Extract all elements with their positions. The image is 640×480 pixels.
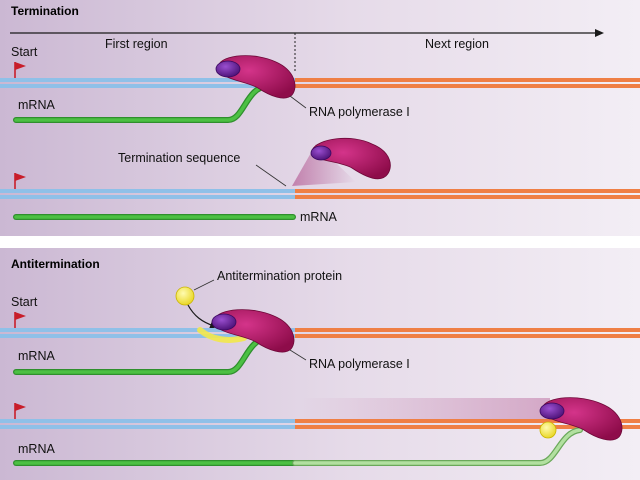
termination-panel: Termination First region Next region Sta…: [0, 0, 640, 236]
start-flag-icon: [14, 173, 26, 191]
dna-strand: [0, 189, 640, 199]
rna-polymerase-icon: [539, 397, 623, 441]
start-flag-icon: [14, 62, 26, 80]
panel-title: Termination: [11, 4, 79, 18]
leader-line: [289, 95, 307, 109]
rna-polymerase-icon: [211, 309, 295, 353]
antitermination-panel: Antitermination Antitermination protein …: [0, 248, 640, 480]
polymerase-label: RNA polymerase I: [309, 105, 410, 119]
bound-antitermination-protein: [197, 327, 247, 343]
antitermination-protein-icon: [175, 286, 195, 306]
leader-line: [193, 279, 215, 291]
polymerase-subunit: [539, 402, 565, 420]
mrna-label: mRNA: [18, 349, 55, 363]
mrna-label: mRNA: [300, 210, 337, 224]
mrna-label: mRNA: [18, 98, 55, 112]
antitermination-protein-icon: [539, 421, 557, 439]
panel-background: [0, 248, 640, 480]
polymerase-label: RNA polymerase I: [309, 357, 410, 371]
start-label: Start: [11, 45, 38, 59]
leader-line: [289, 349, 307, 361]
next-region-label: Next region: [425, 37, 489, 51]
arrowhead-icon: [595, 29, 604, 37]
start-flag-icon: [14, 403, 26, 421]
release-beam: [292, 144, 356, 186]
first-region-label: First region: [105, 37, 168, 51]
polymerase-subunit: [211, 313, 237, 331]
dna-strand: [0, 78, 640, 88]
motion-trail: [300, 398, 550, 420]
rna-polymerase-icon: [215, 55, 296, 99]
dna-strand: [0, 419, 640, 429]
mrna-label: mRNA: [18, 442, 55, 456]
panel-divider: [0, 236, 640, 248]
rna-polymerase-icon: [310, 138, 391, 180]
antitermination-protein-label: Antitermination protein: [217, 269, 342, 283]
polymerase-subunit: [310, 145, 332, 161]
start-flag-icon: [14, 312, 26, 330]
leader-line: [255, 164, 287, 187]
termination-sequence-label: Termination sequence: [118, 151, 240, 165]
dna-strand: [0, 328, 640, 338]
region-arrow: [10, 29, 604, 72]
panel-title: Antitermination: [11, 257, 100, 271]
extended-mrna-highlight: [293, 428, 582, 465]
start-label: Start: [11, 295, 38, 309]
polymerase-subunit: [215, 60, 241, 78]
